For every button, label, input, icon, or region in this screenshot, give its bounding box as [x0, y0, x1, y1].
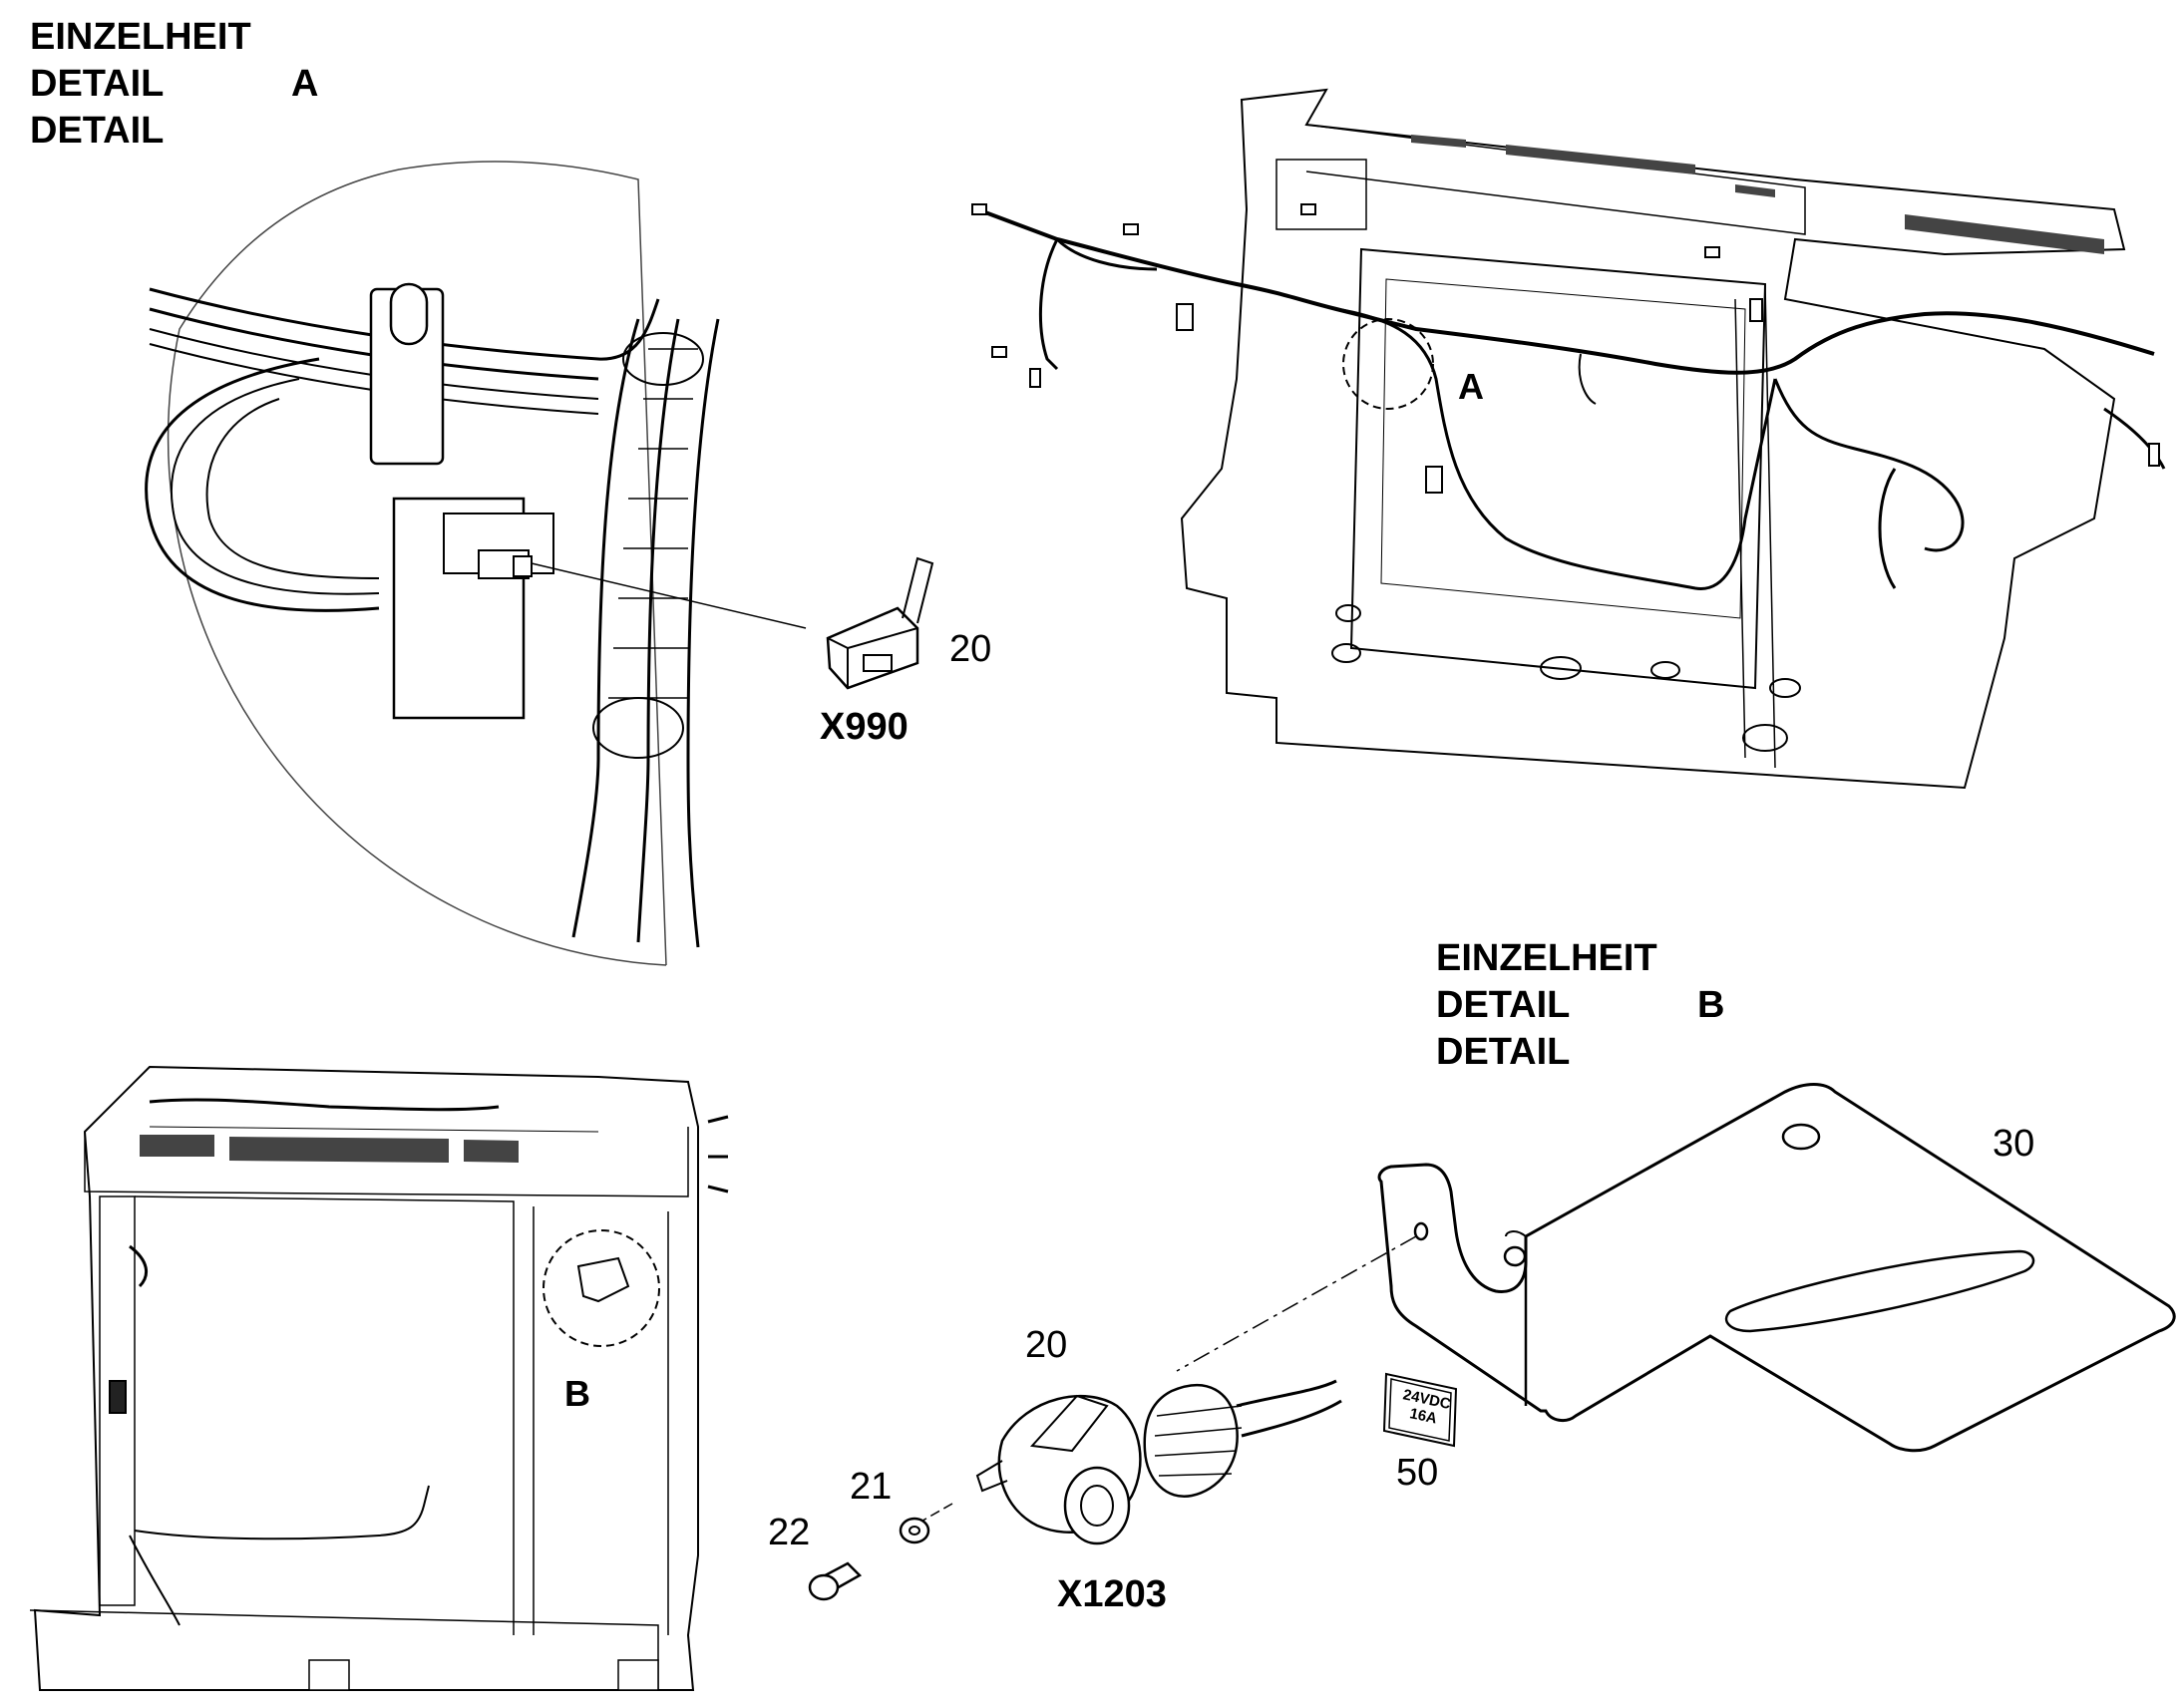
callout-washer-21: 21: [850, 1466, 893, 1508]
overview-detail-b-marker: B: [564, 1373, 590, 1414]
callout-screw-22: 22: [768, 1512, 811, 1553]
detail-a-header-line2: DETAIL: [30, 63, 165, 105]
callout-socket-20: 20: [1025, 1324, 1068, 1366]
overview-top-assembly: [971, 88, 2166, 790]
detail-a-connector-label: X990: [820, 706, 908, 748]
detail-b-header: EINZELHEIT DETAIL DETAIL B: [1436, 935, 1724, 1076]
detail-b-header-letter: B: [1697, 984, 1725, 1026]
detail-b-connector-label: X1203: [1057, 1573, 1167, 1615]
detail-b-header-line2: DETAIL: [1436, 984, 1571, 1026]
detail-b-header-line3: DETAIL: [1436, 1031, 1571, 1073]
overview-bottom-assembly: [29, 1065, 729, 1691]
detail-a-header-letter: A: [291, 63, 319, 105]
callout-label-50: 50: [1396, 1452, 1439, 1494]
detail-b-socket-assembly: [808, 1083, 2176, 1601]
detail-a-callout-20: 20: [949, 628, 992, 670]
overview-detail-a-marker: A: [1458, 366, 1484, 407]
detail-a-header-line1: EINZELHEIT: [30, 16, 251, 58]
callout-bracket-30: 30: [1993, 1123, 2035, 1165]
detail-a-magnified-view: [145, 161, 934, 966]
detail-a-header-line3: DETAIL: [30, 110, 165, 152]
detail-b-header-line1: EINZELHEIT: [1436, 937, 1657, 979]
detail-a-header: EINZELHEIT DETAIL DETAIL A: [30, 14, 318, 155]
